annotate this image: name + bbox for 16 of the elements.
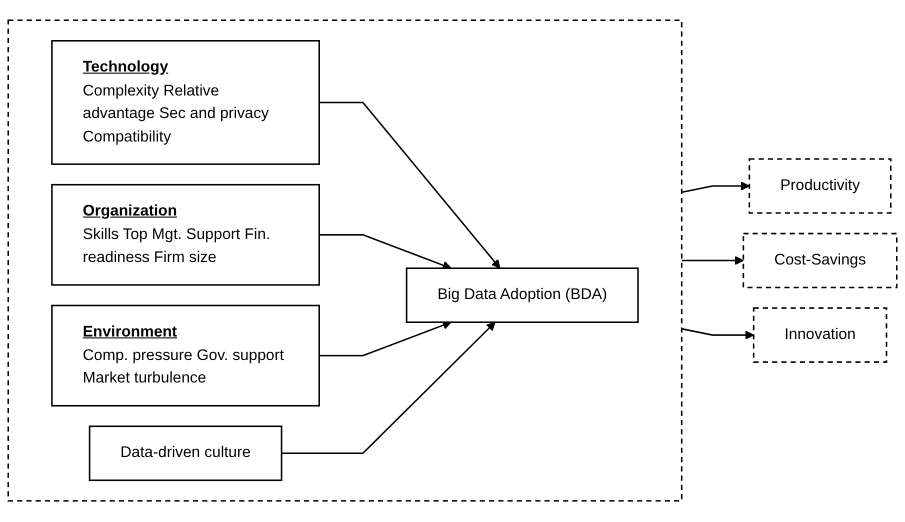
arrow xyxy=(282,322,496,455)
arrow xyxy=(319,321,452,357)
node-box: Big Data Adoption (BDA) xyxy=(406,268,639,324)
node-box: Innovation xyxy=(752,308,888,364)
arrow xyxy=(319,102,500,270)
node-box: Environment Comp. pressure Gov. support Market turbulence xyxy=(51,305,320,407)
arrow xyxy=(682,182,750,194)
node-box: Productivity xyxy=(748,158,892,214)
arrow xyxy=(319,234,452,270)
node-box: Organization Skills Top Mgt. Support Fin. readiness Firm size xyxy=(51,184,320,286)
node-box: Technology Complexity Relative advantage Sec and privacy Compatibility xyxy=(51,40,320,166)
node-box: Cost-Savings xyxy=(742,233,898,289)
node-box: Data-driven culture xyxy=(88,426,282,482)
arrow xyxy=(682,256,744,266)
arrow xyxy=(682,328,754,340)
cluster xyxy=(7,20,682,502)
